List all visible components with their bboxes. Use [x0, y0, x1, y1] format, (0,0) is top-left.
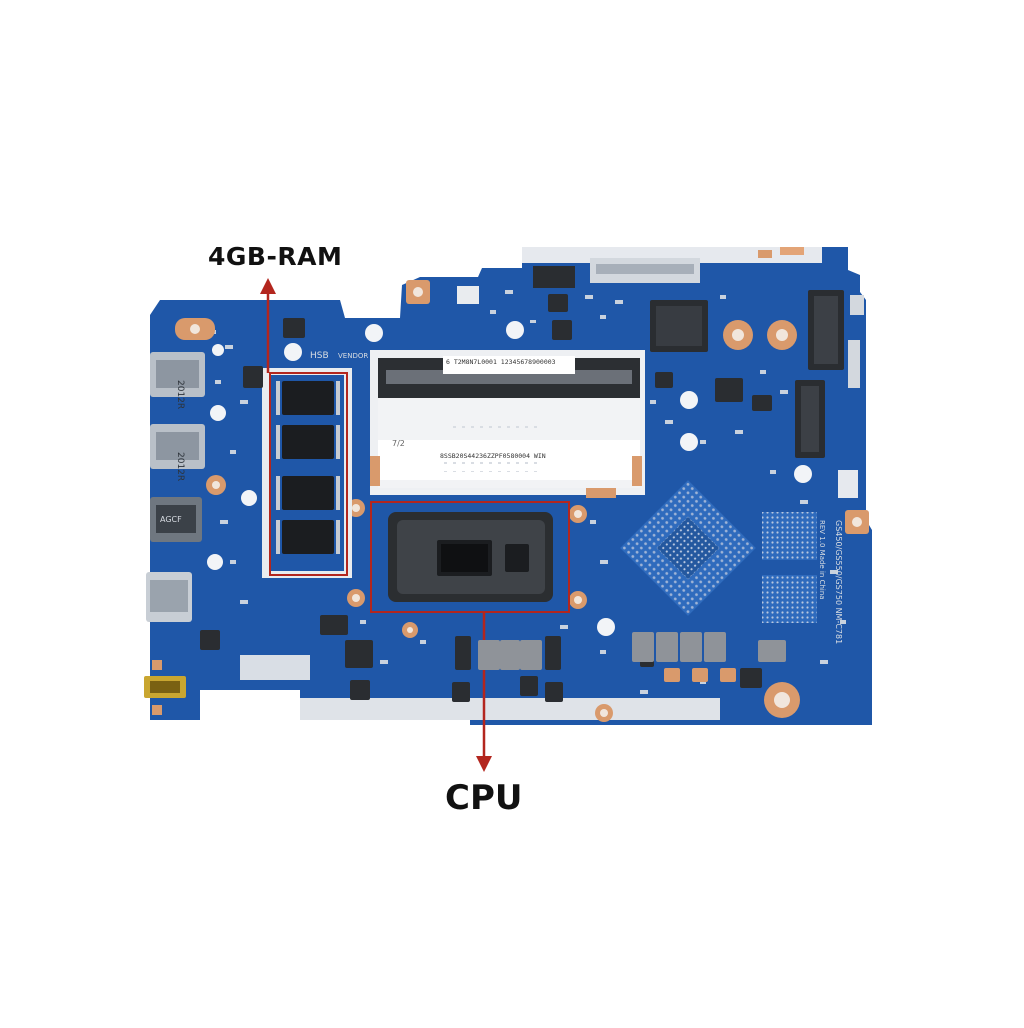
- port-label-2: 2012R: [175, 452, 185, 481]
- copper-pads: [152, 247, 869, 722]
- hsb-label: HSB: [310, 351, 329, 361]
- cpu-arrow-head: [476, 756, 492, 772]
- silkscreen-text: GS450/GS550/GS750 NM-C781: [834, 520, 843, 644]
- usb-ports: [144, 352, 205, 698]
- barcode-text-1: 6 T2M8N7L0001 12345678900003: [446, 358, 556, 366]
- dimm-barcode: [449, 424, 539, 432]
- ram-highlight-box: [269, 372, 348, 576]
- cpu-highlight-box: [370, 501, 570, 613]
- dimm-note: 7/2: [392, 439, 405, 448]
- ram-callout-label: 4GB-RAM: [208, 242, 343, 271]
- ram-arrow-head: [260, 278, 276, 294]
- misc-chips: [200, 294, 772, 702]
- silkscreen-text-2: REV 1.0 Made in China: [818, 520, 826, 600]
- mounting-holes: [207, 321, 812, 636]
- bottom-plate: [300, 698, 720, 720]
- bottom-connector: [240, 655, 310, 680]
- port-label-3: AGCF: [160, 515, 182, 524]
- inductors: [478, 632, 786, 670]
- bga-footprint: [620, 480, 756, 616]
- side-connector: [848, 340, 860, 388]
- ram-chips: [282, 381, 334, 554]
- barcode-text-2: 8SSB20S44236ZZPF0580004 WIN: [440, 452, 546, 460]
- cpu-callout-label: CPU: [445, 778, 523, 818]
- port-label-1: 2012R: [175, 380, 185, 409]
- top-connector: [533, 266, 575, 288]
- pch-die: [505, 544, 529, 572]
- vendor-label: VENDOR: [338, 352, 368, 360]
